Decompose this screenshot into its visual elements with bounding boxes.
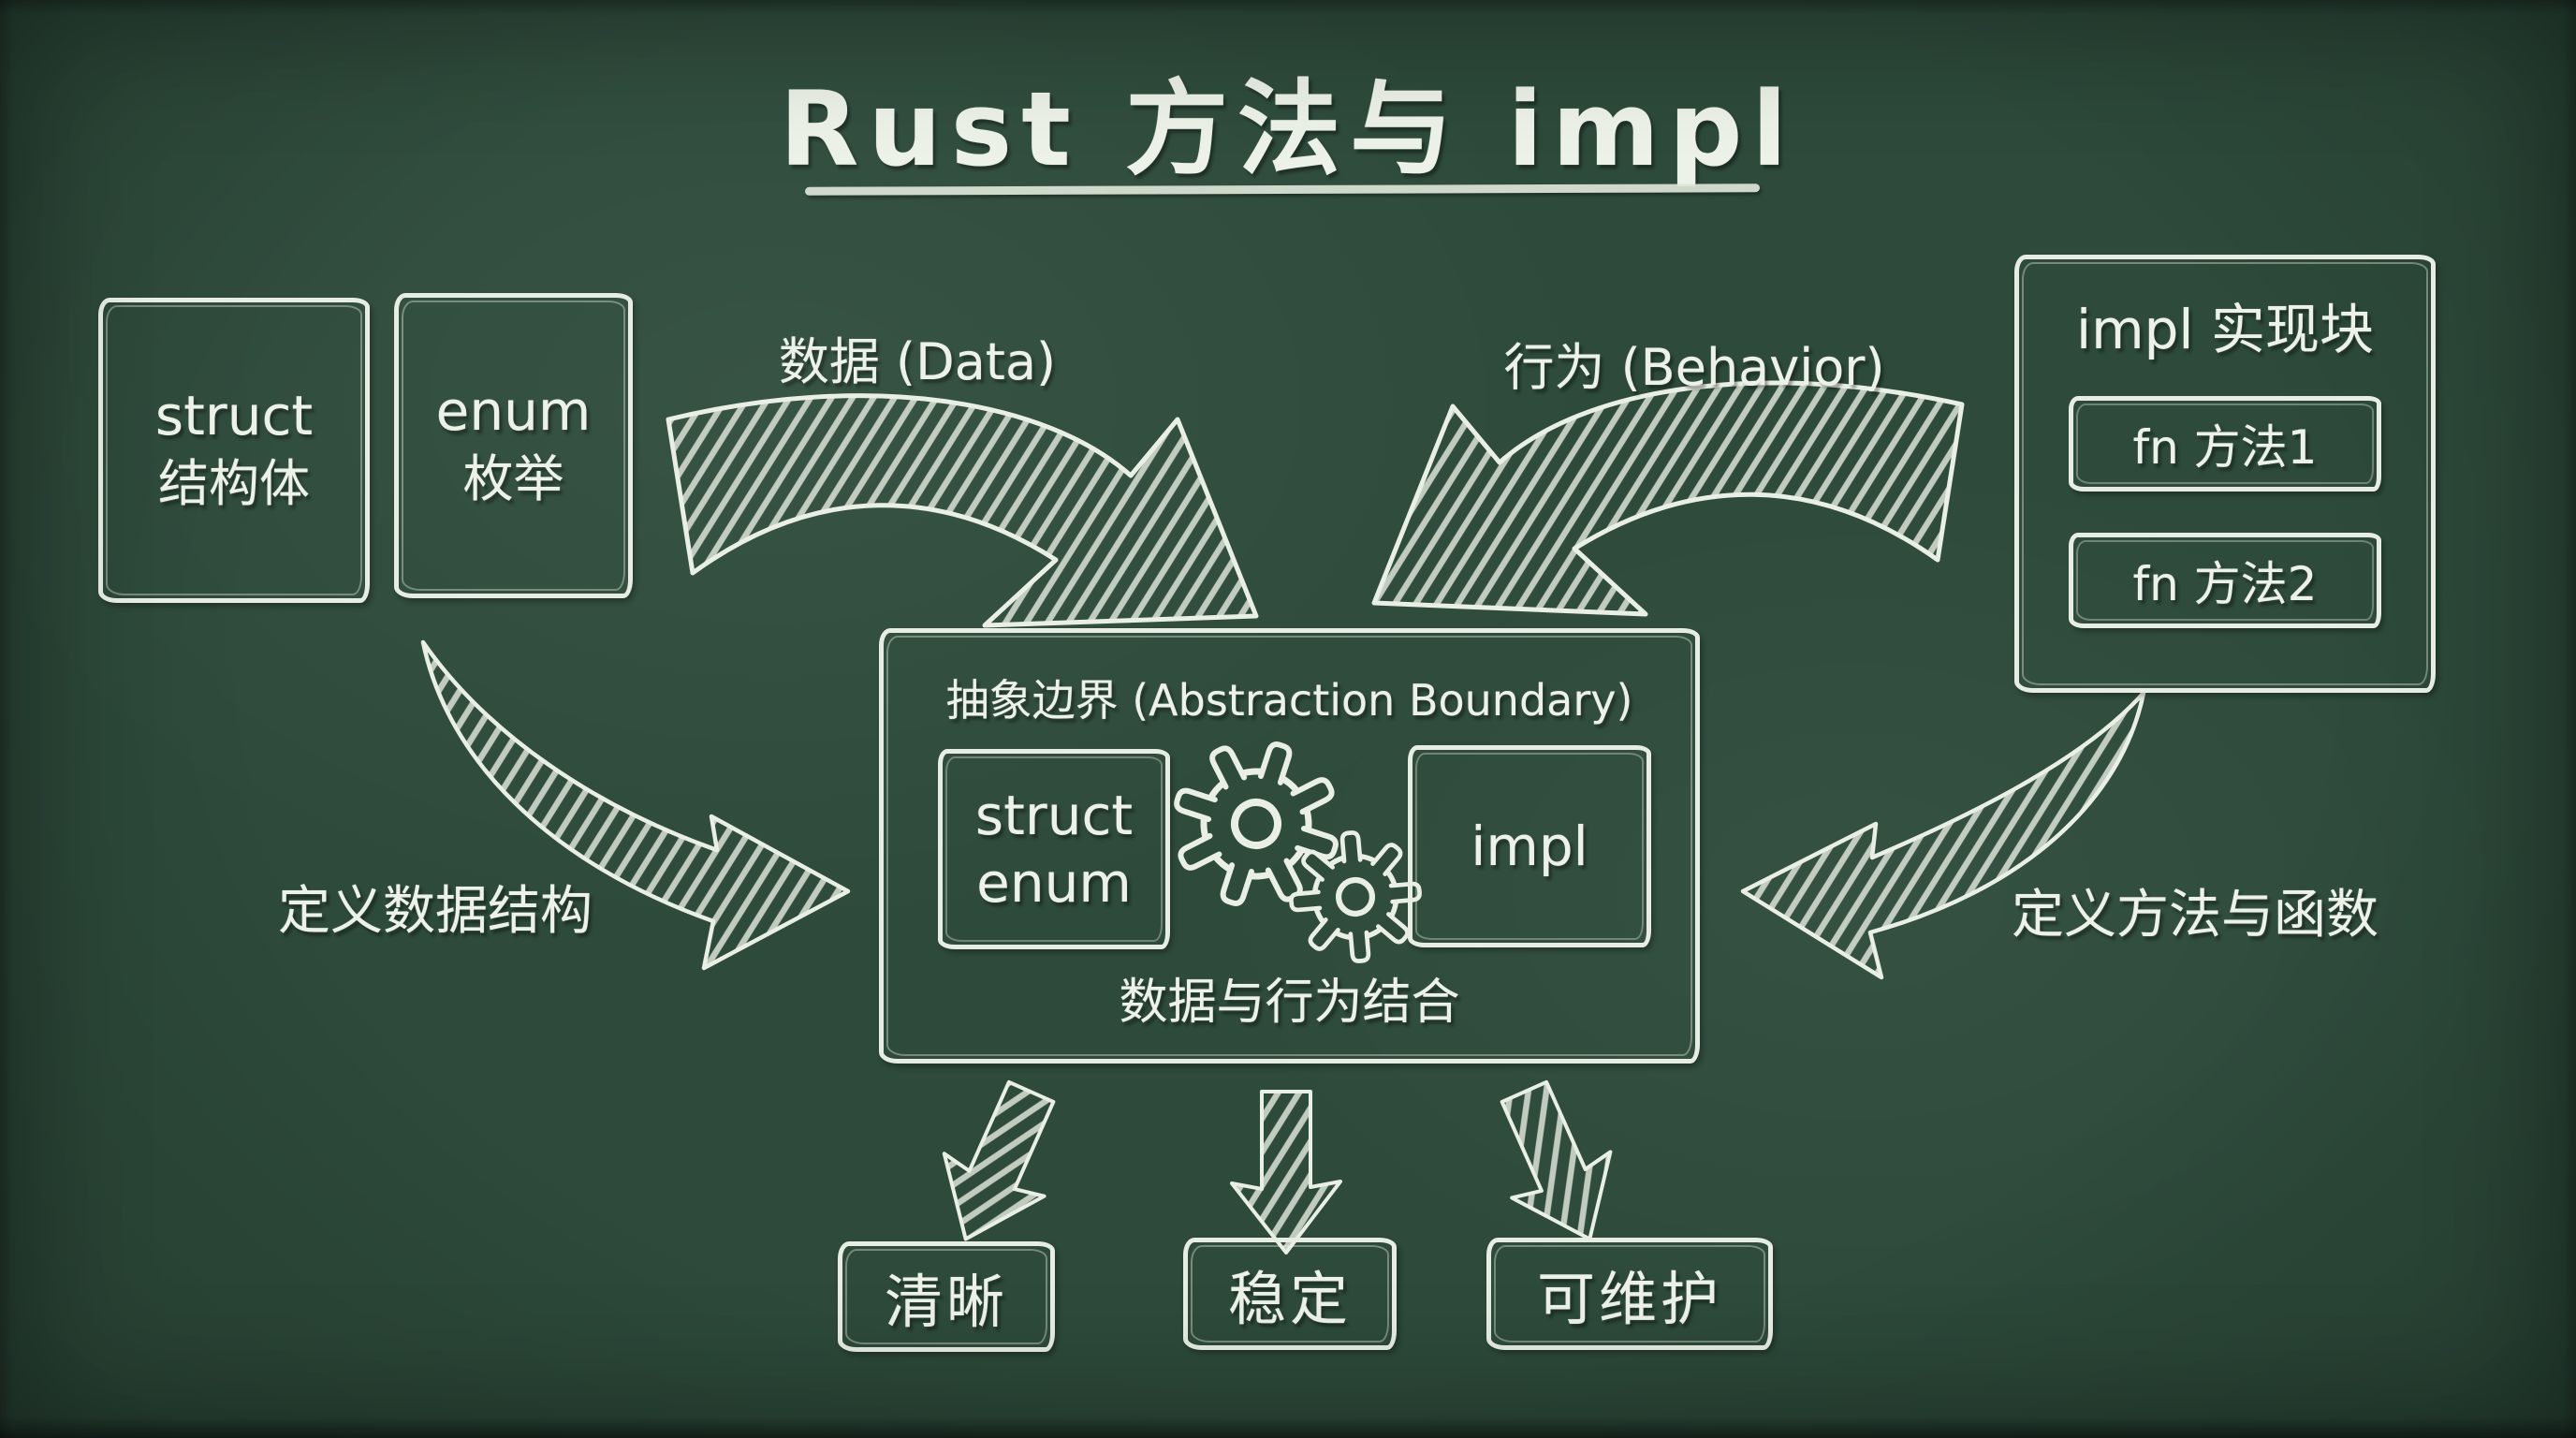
data-flow-label: 数据 (Data) [778,332,1057,391]
struct-box: struct 结构体 [98,298,370,603]
center-struct-label: struct [974,783,1134,847]
struct-keyword: struct [154,384,314,448]
behavior-flow-label: 行为 (Behavior) [1503,338,1885,397]
fn-method-2-box: fn 方法2 [2069,533,2381,628]
behavior-arrow [1371,380,1965,617]
impl-panel-title: impl 实现块 [2076,298,2374,361]
outcome-maintainable-label: 可维护 [1536,1265,1722,1333]
outcome-box-maintainable: 可维护 [1486,1238,1773,1350]
define-methods-label: 定义方法与函数 [2012,885,2378,946]
abstraction-boundary-box: 抽象边界 (Abstraction Boundary) struct enum … [879,628,1700,1064]
enum-keyword: enum [435,379,592,444]
fn-method-2-label: fn 方法2 [2132,557,2318,611]
data-arrow [666,393,1259,628]
fn-method-1-box: fn 方法1 [2069,396,2381,492]
outcome-arrow-middle [1230,1090,1342,1255]
outcome-stable-label: 稳定 [1227,1265,1352,1333]
abstraction-boundary-title: 抽象边界 (Abstraction Boundary) [945,675,1633,726]
enum-box: enum 枚举 [394,293,633,598]
outcome-box-clear: 清晰 [838,1241,1055,1352]
outcome-box-stable: 稳定 [1183,1238,1397,1350]
struct-label-zh: 结构体 [158,453,310,513]
outcome-arrow-right [1500,1079,1613,1241]
page-title: Rust 方法与 impl [779,69,1797,189]
outcome-clear-label: 清晰 [884,1268,1008,1336]
center-impl-label: impl [1471,814,1588,878]
center-struct-enum-box: struct enum [938,749,1170,949]
outcome-arrow-left [942,1079,1056,1241]
center-enum-label: enum [976,851,1132,915]
define-data-label: 定义数据结构 [278,881,593,942]
abstraction-caption: 数据与行为结合 [1119,975,1460,1031]
enum-label-zh: 枚举 [462,448,564,508]
impl-panel: impl 实现块 fn 方法1 fn 方法2 [2014,255,2436,693]
center-impl-box: impl [1408,745,1651,947]
fn-method-1-label: fn 方法1 [2132,420,2318,475]
